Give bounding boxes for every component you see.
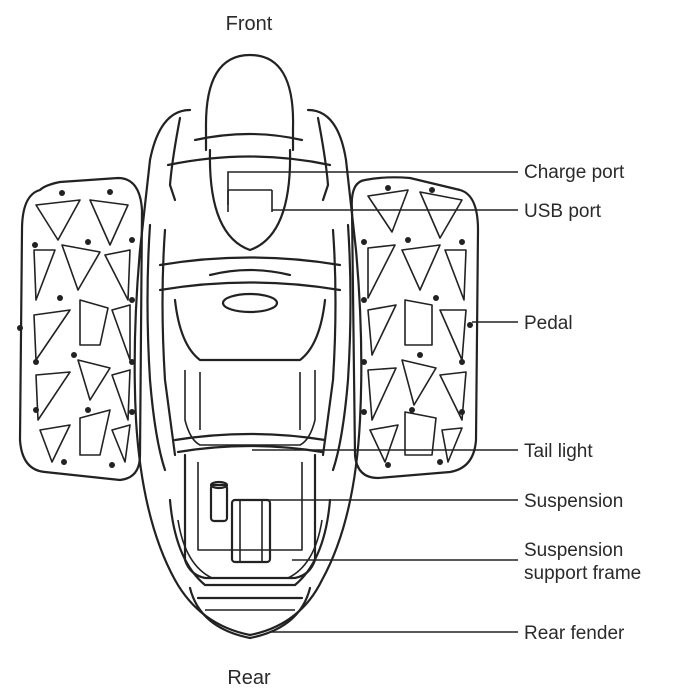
suspension-support-frame-label-line2: support frame xyxy=(524,563,641,584)
front-label: Front xyxy=(226,13,273,35)
charge-port-label: Charge port xyxy=(524,162,625,183)
rear-label: Rear xyxy=(227,667,271,689)
leader-lines xyxy=(227,171,518,633)
suspension-label: Suspension xyxy=(524,491,623,512)
usb-port-label: USB port xyxy=(524,201,602,222)
unicycle-body xyxy=(133,53,363,640)
suspension-support-frame-label-line1: Suspension xyxy=(524,540,623,561)
tail-light-label: Tail light xyxy=(524,441,593,462)
pedal-label: Pedal xyxy=(524,313,573,334)
rear-fender-label: Rear fender xyxy=(524,623,625,644)
right-pedal xyxy=(350,176,480,480)
left-pedal xyxy=(17,176,144,482)
charge-port-leader xyxy=(227,171,518,205)
